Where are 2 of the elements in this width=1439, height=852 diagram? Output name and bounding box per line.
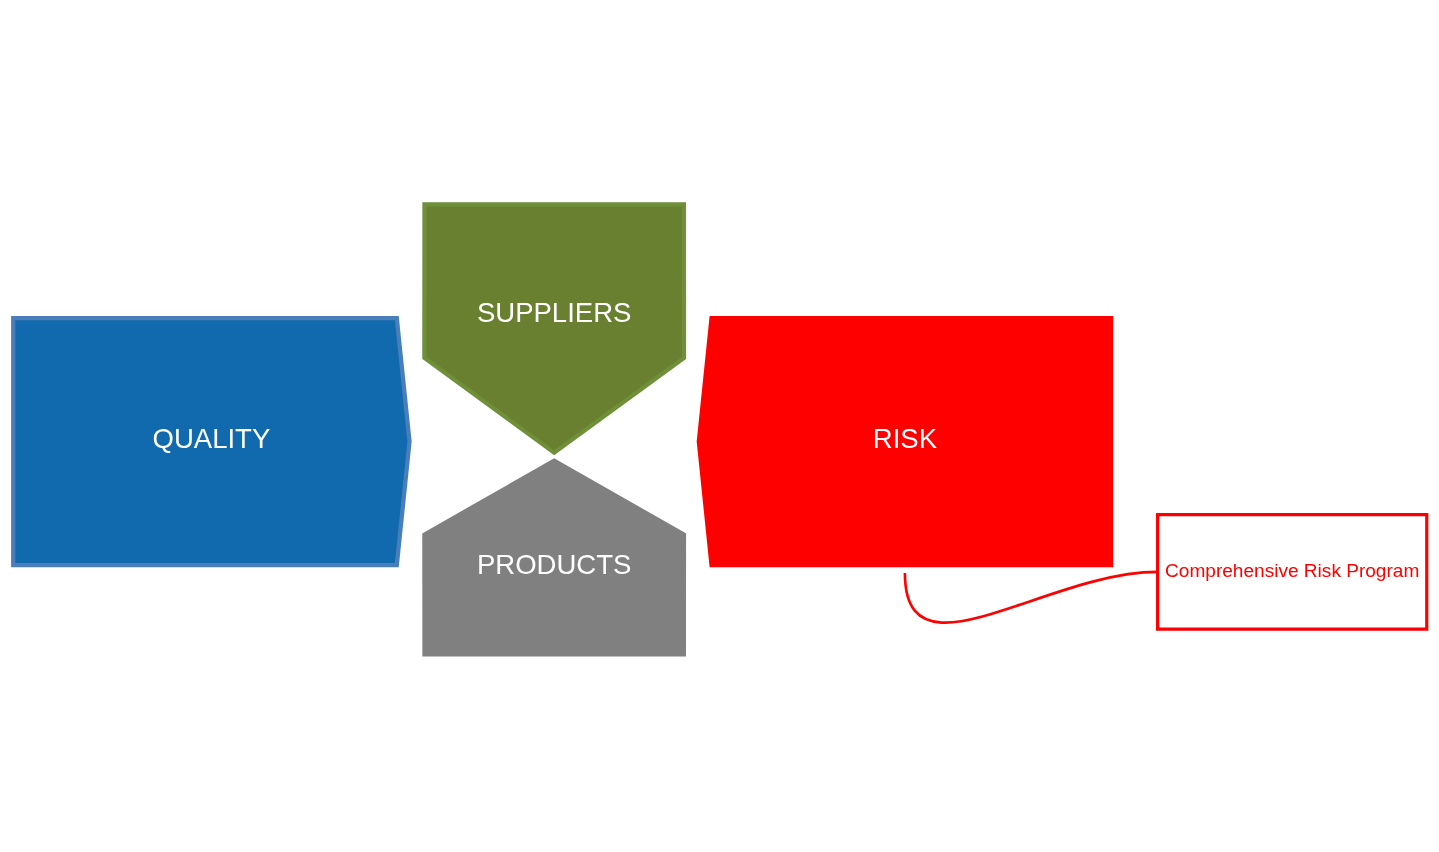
node-box: Comprehensive Risk Program [1155, 512, 1428, 631]
connector [903, 570, 1158, 624]
